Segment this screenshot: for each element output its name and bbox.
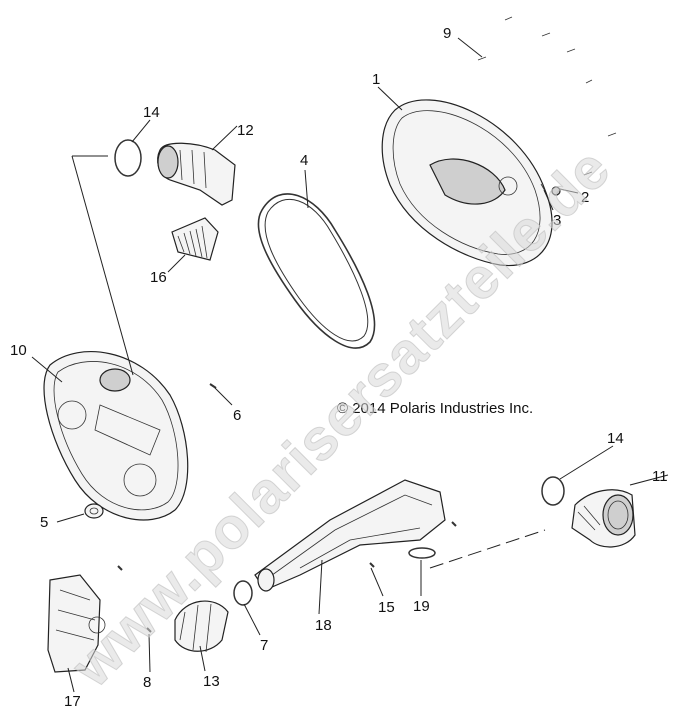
callout-11: 11 [652, 468, 668, 485]
callout-16: 16 [150, 269, 167, 286]
screw-8 [146, 627, 152, 633]
drive-belt [257, 193, 376, 349]
leader-lines [31, 37, 669, 693]
filter-element [171, 217, 219, 261]
callouts: 1 2 3 4 5 6 7 8 9 10 11 12 13 14 14 15 1… [10, 25, 668, 710]
callout-14-upper: 14 [143, 104, 160, 121]
hose-clamp-upper [114, 139, 142, 177]
washer [84, 503, 104, 519]
callout-6: 6 [233, 407, 241, 424]
mounting-bracket [47, 574, 106, 673]
screw [540, 183, 546, 192]
copyright-notice: © 2014 Polaris Industries Inc. [337, 400, 533, 417]
callout-3: 3 [553, 212, 561, 229]
callout-4: 4 [300, 152, 308, 169]
screw-15 [369, 562, 375, 568]
nut [551, 186, 561, 196]
callout-18: 18 [315, 617, 332, 634]
callout-13: 13 [203, 673, 220, 690]
screw-small [209, 383, 217, 389]
callout-1: 1 [372, 71, 380, 88]
outer-clutch-cover [381, 99, 553, 267]
hose-clamp-lower [541, 476, 565, 506]
intake-duct [157, 142, 236, 206]
elbow-duct [571, 489, 636, 548]
screw-8b [117, 565, 123, 571]
callout-15: 15 [378, 599, 395, 616]
callout-17: 17 [64, 693, 81, 710]
callout-10: 10 [10, 342, 27, 359]
hose-clamp-19 [408, 547, 436, 559]
callout-14-lower: 14 [607, 430, 624, 447]
callout-19: 19 [413, 598, 430, 615]
callout-7: 7 [260, 637, 268, 654]
cover-bolts [477, 16, 617, 176]
callout-8: 8 [143, 674, 151, 691]
inlet-boot [174, 600, 229, 653]
callout-2: 2 [581, 189, 589, 206]
inner-clutch-cover [43, 351, 189, 521]
assembly-dash-line [429, 529, 546, 569]
callout-12: 12 [237, 122, 254, 139]
exhaust-duct [254, 479, 446, 592]
screw-loose [451, 521, 457, 527]
hose-clamp-7 [233, 580, 253, 606]
callout-5: 5 [40, 514, 48, 531]
callout-9: 9 [443, 25, 451, 42]
